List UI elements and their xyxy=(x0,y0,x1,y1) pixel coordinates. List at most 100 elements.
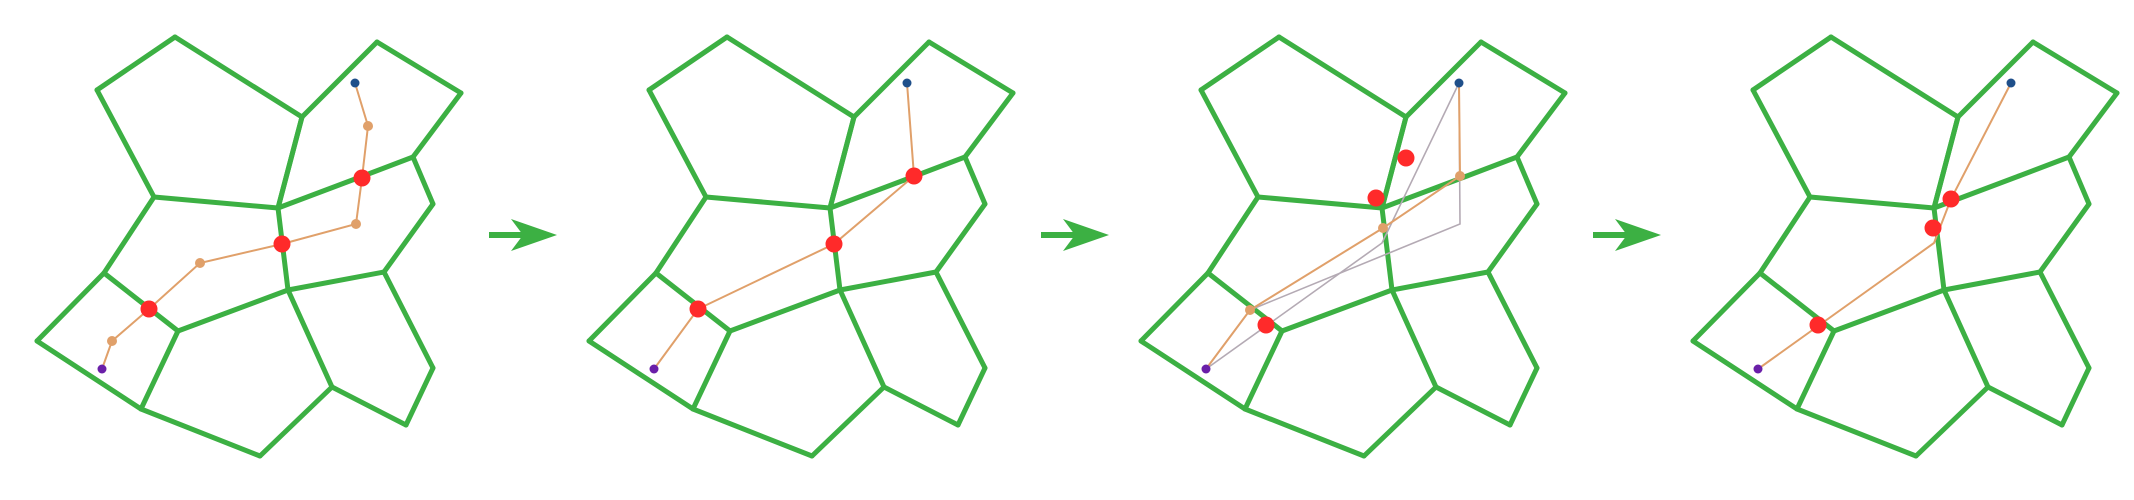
mesh-edge xyxy=(926,39,1016,96)
mesh-edge xyxy=(724,34,857,120)
mesh-edge xyxy=(1507,365,1540,428)
edge-crossing-point xyxy=(1397,149,1415,167)
mesh-edge xyxy=(94,87,157,200)
mesh-edge xyxy=(34,338,144,412)
mesh-edge xyxy=(1794,406,1919,459)
path-point xyxy=(1455,171,1465,181)
mesh-edge xyxy=(2066,154,2092,207)
mesh-edge xyxy=(653,270,733,334)
path-point xyxy=(351,219,361,229)
mesh-edge xyxy=(646,87,709,200)
mesh-edge xyxy=(2030,39,2120,96)
mesh-edge xyxy=(360,154,416,179)
edge-crossing-point xyxy=(1257,316,1275,334)
mesh-edge xyxy=(1690,338,1800,412)
mesh-edge xyxy=(94,34,178,93)
mesh-edge xyxy=(1514,154,1540,207)
mesh-edge xyxy=(586,338,696,412)
edge-crossing-point xyxy=(825,235,843,253)
mesh-edge xyxy=(1255,194,1385,211)
arrow-head xyxy=(511,219,557,251)
mesh-edge xyxy=(410,154,436,207)
mesh-edge xyxy=(101,270,181,334)
mesh-edge xyxy=(175,287,291,334)
edge-crossing-point xyxy=(1367,189,1385,207)
mesh-edge xyxy=(172,34,305,120)
path-point xyxy=(1245,305,1255,315)
mesh-edge xyxy=(275,173,366,211)
mesh-edge xyxy=(2066,90,2120,160)
edge-crossing-point xyxy=(273,235,291,253)
mesh-edge xyxy=(299,39,380,120)
mesh-edge xyxy=(1389,269,1491,293)
mesh-edge xyxy=(1138,270,1211,344)
mesh-edge xyxy=(703,194,833,211)
mesh-edge xyxy=(837,269,939,293)
start-point xyxy=(97,364,107,374)
mesh-edge xyxy=(933,269,988,371)
panel-1-initial-path xyxy=(34,34,464,459)
mesh-edge xyxy=(34,270,107,344)
mesh-edge xyxy=(653,194,709,276)
start-point xyxy=(649,364,659,374)
end-point xyxy=(1454,78,1464,88)
mesh-edge xyxy=(1276,34,1409,120)
edge-crossing-point xyxy=(905,167,923,185)
mesh-edge xyxy=(1750,87,1813,200)
arrow-shaft xyxy=(1593,232,1627,238)
mesh-edge xyxy=(1205,194,1261,276)
mesh-edge xyxy=(1389,287,1439,390)
path-line xyxy=(101,82,370,370)
mesh-edge xyxy=(1750,34,1834,93)
mesh-edge xyxy=(1242,406,1367,459)
arrow-right-icon xyxy=(1041,219,1109,251)
panel-4-final-path xyxy=(1690,34,2120,459)
mesh-edge xyxy=(1485,269,1540,371)
mesh-edge xyxy=(2037,269,2092,371)
path-line xyxy=(653,82,916,370)
mesh-edge xyxy=(275,114,305,211)
path-point xyxy=(1378,223,1388,233)
mesh-edge xyxy=(809,384,887,459)
edge-crossing-point xyxy=(140,300,158,318)
edge-crossing-point xyxy=(1924,219,1942,237)
path-point xyxy=(363,121,373,131)
mesh-edge xyxy=(1955,39,2036,120)
mesh-edge xyxy=(837,287,887,390)
mesh-edge xyxy=(827,173,918,211)
arrow-shaft xyxy=(489,232,523,238)
mesh-edge xyxy=(381,201,436,275)
mesh-edge xyxy=(1514,90,1568,160)
edge-crossing-point xyxy=(1942,190,1960,208)
mesh-edge xyxy=(374,39,464,96)
path-point xyxy=(107,336,117,346)
arrow-head xyxy=(1063,219,1109,251)
mesh-edge xyxy=(690,406,815,459)
mesh-edge xyxy=(586,270,659,344)
edge-crossing-point xyxy=(353,169,371,187)
arrow-shaft xyxy=(1041,232,1075,238)
mesh-edge xyxy=(962,90,1016,160)
path-line xyxy=(1205,82,1462,370)
end-point xyxy=(350,78,360,88)
mesh-edge xyxy=(1913,384,1991,459)
mesh-edge xyxy=(827,114,857,211)
arrow-head xyxy=(1615,219,1661,251)
mesh-edge xyxy=(955,365,988,428)
mesh-edge xyxy=(1361,384,1439,459)
mesh-edge xyxy=(933,201,988,275)
arrow-right-icon xyxy=(1593,219,1661,251)
mesh-edge xyxy=(1807,194,1937,211)
mesh-edge xyxy=(1485,201,1540,275)
start-point xyxy=(1753,364,1763,374)
mesh-edge xyxy=(1831,287,1947,334)
mesh-edge xyxy=(881,384,961,428)
mesh-edge xyxy=(329,384,409,428)
mesh-edge xyxy=(1433,384,1513,428)
mesh-edge xyxy=(1464,154,1520,179)
mesh-edge xyxy=(2037,201,2092,275)
mesh-edge xyxy=(1198,34,1282,93)
mesh-edge xyxy=(1931,114,1961,211)
